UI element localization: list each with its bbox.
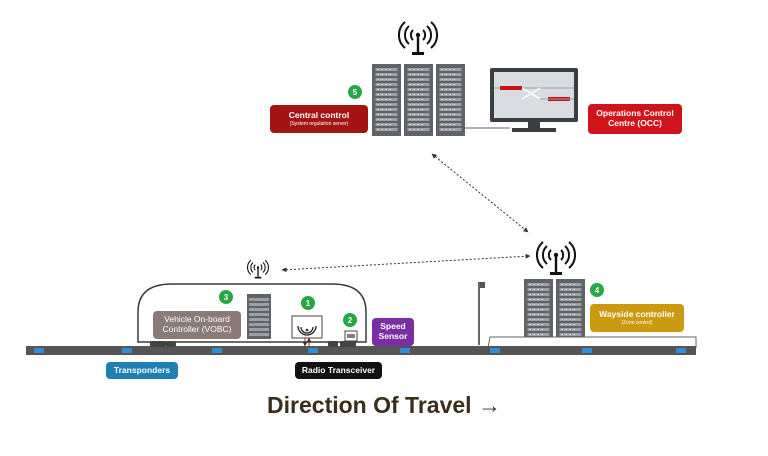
train-wayside-link-arrow <box>281 253 531 273</box>
vobc-title: Vehicle On-board Controller (VOBC) <box>162 314 232 334</box>
badge-5: 5 <box>348 85 362 99</box>
radio-transceiver-box <box>291 315 323 347</box>
transponders-title: Transponders <box>113 364 171 375</box>
transponder-markers <box>34 348 686 353</box>
badge-3: 3 <box>219 290 233 304</box>
badge-4: 4 <box>590 283 604 297</box>
central-server-rack <box>372 64 465 136</box>
occ-label: Operations Control Centre (OCC) <box>588 104 682 134</box>
central-control-title: Central control <box>288 109 350 120</box>
wayside-controller-subtitle: (Zone control) <box>621 319 653 326</box>
transponder-marker <box>490 348 500 353</box>
radio-transceiver-title: Radio Transceiver <box>301 364 376 375</box>
central-control-subtitle: (System regulation server) <box>289 120 349 127</box>
vobc-label: Vehicle On-board Controller (VOBC) <box>153 311 241 339</box>
occ-monitor-icon <box>490 68 578 132</box>
transponder-marker <box>212 348 222 353</box>
transponder-marker <box>400 348 410 353</box>
track <box>26 346 696 355</box>
wayside-antenna-icon <box>535 240 577 277</box>
direction-of-travel: Direction Of Travel → <box>267 392 501 418</box>
train-wheels <box>150 341 356 347</box>
radio-transceiver-label: Radio Transceiver <box>295 362 382 379</box>
signal-post-icon <box>478 282 485 345</box>
transponder-marker <box>122 348 132 353</box>
transponder-marker <box>34 348 44 353</box>
vobc-unit <box>247 294 271 339</box>
badge-2: 2 <box>343 313 357 327</box>
badge-1: 1 <box>301 296 315 310</box>
transponders-label: Transponders <box>106 362 178 379</box>
transponder-marker <box>676 348 686 353</box>
wayside-controller-label: Wayside controller (Zone control) <box>590 304 684 332</box>
platform-outline <box>487 336 697 349</box>
occ-title: Operations Control Centre (OCC) <box>596 108 674 128</box>
wayside-controller-title: Wayside controller <box>599 308 675 319</box>
transponder-marker <box>582 348 592 353</box>
train-antenna-icon <box>246 259 270 280</box>
speed-sensor-label: Speed Sensor <box>372 318 414 346</box>
transponder-marker <box>308 348 318 353</box>
central-wayside-link-arrow <box>431 153 529 233</box>
wayside-server-rack <box>524 279 585 337</box>
central-control-label: Central control (System regulation serve… <box>270 105 368 133</box>
speed-sensor-title: Speed Sensor <box>378 321 408 341</box>
central-antenna-icon <box>397 20 439 57</box>
speed-sensor-box <box>344 330 358 342</box>
